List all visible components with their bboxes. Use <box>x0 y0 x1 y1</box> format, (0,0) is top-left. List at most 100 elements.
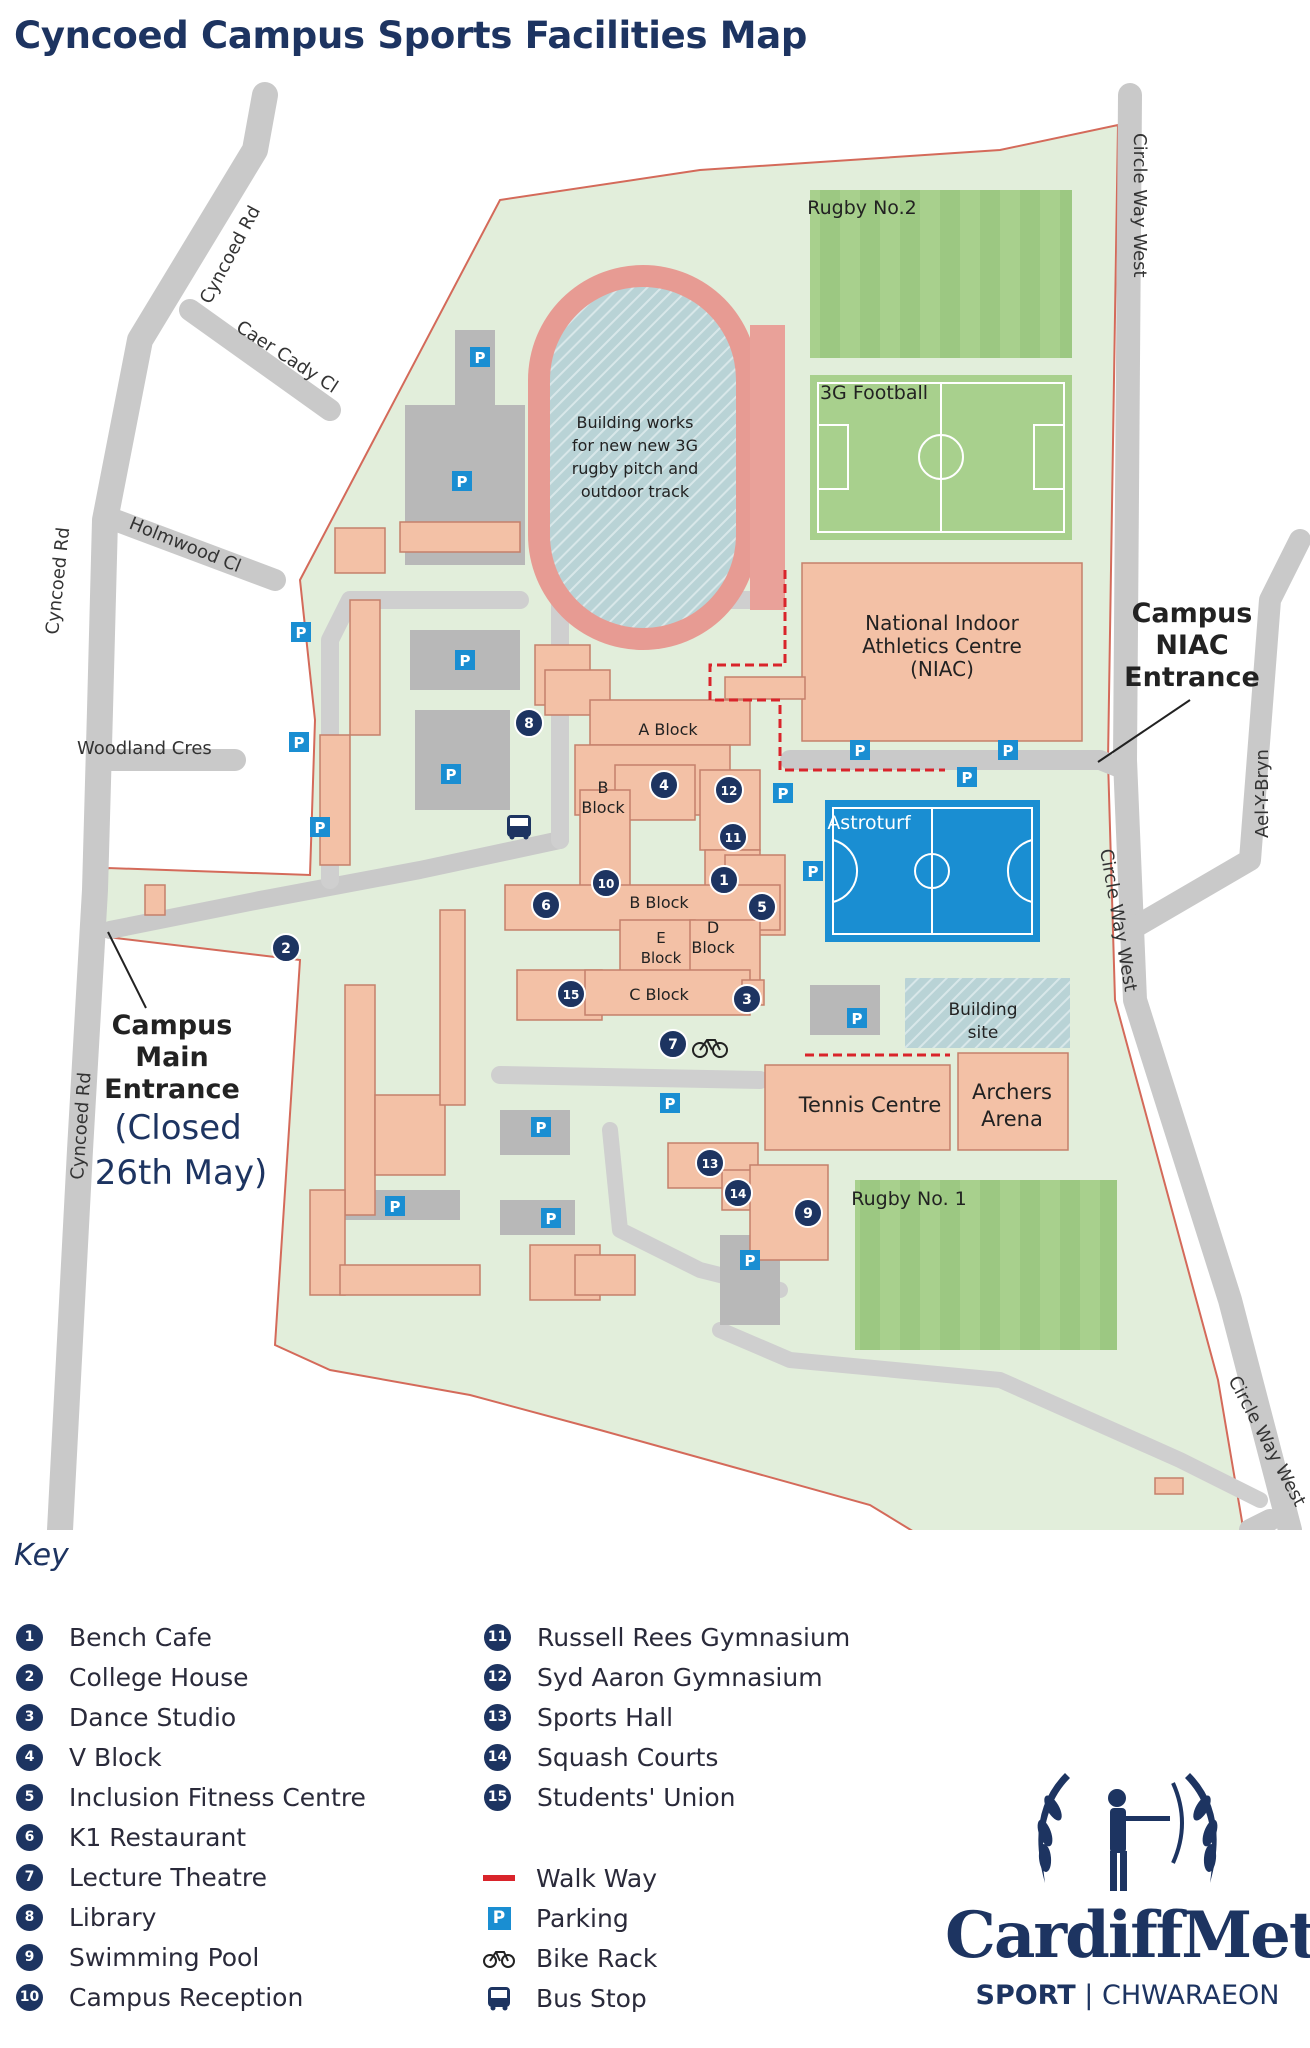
parking-icon: P <box>660 1093 680 1113</box>
label-archers-2: Arena <box>981 1107 1043 1131</box>
marker-1: 1 <box>709 865 739 895</box>
bike-rack-icon <box>692 1039 728 1058</box>
main-entrance-4: (Closed <box>114 1108 241 1148</box>
svg-text:10: 10 <box>598 877 615 891</box>
parking-icon: P <box>470 347 490 367</box>
label-b-block-main: B Block <box>629 893 689 912</box>
parking-icon: P <box>455 650 475 670</box>
legend-label: Walk Way <box>536 1863 658 1893</box>
label-c-block: C Block <box>629 985 689 1004</box>
parking-icon: P <box>291 622 311 642</box>
label-b-block-2: Block <box>581 798 625 817</box>
bike-icon <box>483 1951 515 1968</box>
svg-text:P: P <box>446 766 457 784</box>
key-label: Squash Courts <box>537 1742 719 1772</box>
area-labels: Rugby No.2 3G Football Building works fo… <box>572 197 1052 1210</box>
key-number-badge: 6 <box>16 1823 43 1851</box>
label-works-4: outdoor track <box>581 482 690 501</box>
key-label: Swimming Pool <box>69 1942 260 1972</box>
walkway <box>708 570 950 1057</box>
marker-14: 14 <box>723 1178 753 1208</box>
label-a-block: A Block <box>638 720 698 739</box>
logo-sub-left: SPORT <box>975 1980 1076 2011</box>
logo-wordmark: CardiffMet <box>945 1898 1310 1973</box>
road-label-circle-way-top: Circle Way West <box>1129 133 1150 278</box>
key-number-badge: 11 <box>484 1623 511 1651</box>
parking-icon: P <box>850 740 870 760</box>
svg-text:2: 2 <box>281 941 291 957</box>
niac-entrance-1: Campus <box>1132 598 1253 629</box>
label-tennis-centre: Tennis Centre <box>798 1093 941 1117</box>
key-item: 14 Squash Courts <box>484 1737 850 1777</box>
entrance-labels: Campus NIAC Entrance Campus Main Entranc… <box>95 598 1260 1193</box>
key-number-badge: 10 <box>16 1983 43 2011</box>
key-label: Lecture Theatre <box>69 1862 268 1892</box>
archer-emblem-icon <box>1037 1773 1218 1891</box>
parking-icon: P <box>957 767 977 787</box>
label-astroturf: Astroturf <box>827 812 912 834</box>
key-label: Russell Rees Gymnasium <box>537 1622 851 1652</box>
legend-bike: Bike Rack <box>482 1938 657 1978</box>
page-title: Cyncoed Campus Sports Facilities Map <box>14 14 808 57</box>
key-number-badge: 14 <box>484 1743 511 1771</box>
parking-icon: P <box>740 1250 760 1270</box>
key-number-badge: 3 <box>16 1703 43 1731</box>
svg-text:9: 9 <box>803 1206 813 1222</box>
main-entrance-3: Entrance <box>104 1074 240 1105</box>
label-works-3: rugby pitch and <box>572 459 699 478</box>
legend-walkway: Walk Way <box>482 1858 657 1898</box>
athletics-track <box>528 265 785 650</box>
parking-icon: P <box>773 783 793 803</box>
svg-text:3: 3 <box>742 992 752 1008</box>
key-label: Inclusion Fitness Centre <box>69 1782 366 1812</box>
key-number-badge: 5 <box>16 1783 43 1811</box>
bus-icon <box>488 1987 510 2011</box>
marker-4: 4 <box>649 770 679 800</box>
svg-text:P: P <box>1003 742 1014 760</box>
marker-8: 8 <box>514 708 544 738</box>
main-entrance-5: 26th May) <box>95 1153 268 1193</box>
svg-text:P: P <box>457 473 468 491</box>
bus-stop-icon <box>507 815 531 840</box>
parking-icon: P <box>531 1117 551 1137</box>
svg-text:P: P <box>294 734 305 752</box>
key-item: 5 Inclusion Fitness Centre <box>16 1777 366 1817</box>
parking-icons[interactable]: P P P P P P P P P P P P P P P P P P <box>289 347 1018 1270</box>
marker-6: 6 <box>531 890 561 920</box>
key-label: Bench Cafe <box>69 1622 212 1652</box>
marker-13: 13 <box>695 1148 725 1178</box>
parking-icon: P <box>803 861 823 881</box>
astroturf-pitch[interactable] <box>825 800 1040 942</box>
svg-text:P: P <box>745 1252 756 1270</box>
facility-markers[interactable]: 1 2 3 4 5 6 7 8 9 10 11 12 13 14 15 <box>271 708 823 1228</box>
parking-icon: P <box>452 471 472 491</box>
svg-text:15: 15 <box>563 988 580 1002</box>
key-label: Library <box>69 1902 157 1932</box>
rugby-no2-pitch <box>810 190 1072 358</box>
rugby-no1-pitch <box>855 1180 1117 1350</box>
road-label-woodland: Woodland Cres <box>77 738 212 759</box>
svg-text:1: 1 <box>719 873 729 889</box>
key-title: Key <box>14 1538 69 1573</box>
svg-text:P: P <box>855 742 866 760</box>
key-number-badge: 1 <box>16 1623 43 1651</box>
key-label: V Block <box>69 1742 162 1772</box>
legend-label: Bus Stop <box>536 1983 647 2013</box>
legend-label: Bike Rack <box>536 1943 658 1973</box>
main-entrance-2: Main <box>135 1042 209 1073</box>
parking-icon: P <box>541 1208 561 1228</box>
road-label-ael-y-bryn: Ael-Y-Bryn <box>1252 749 1273 838</box>
svg-text:4: 4 <box>659 778 669 794</box>
key-label: College House <box>69 1662 249 1692</box>
key-number-badge: 15 <box>484 1783 511 1811</box>
svg-text:P: P <box>460 652 471 670</box>
svg-text:P: P <box>475 349 486 367</box>
campus-map[interactable]: Cyncoed Rd Caer Cady Cl Holmwood Cl Cync… <box>0 0 1310 1530</box>
svg-text:P: P <box>665 1095 676 1113</box>
